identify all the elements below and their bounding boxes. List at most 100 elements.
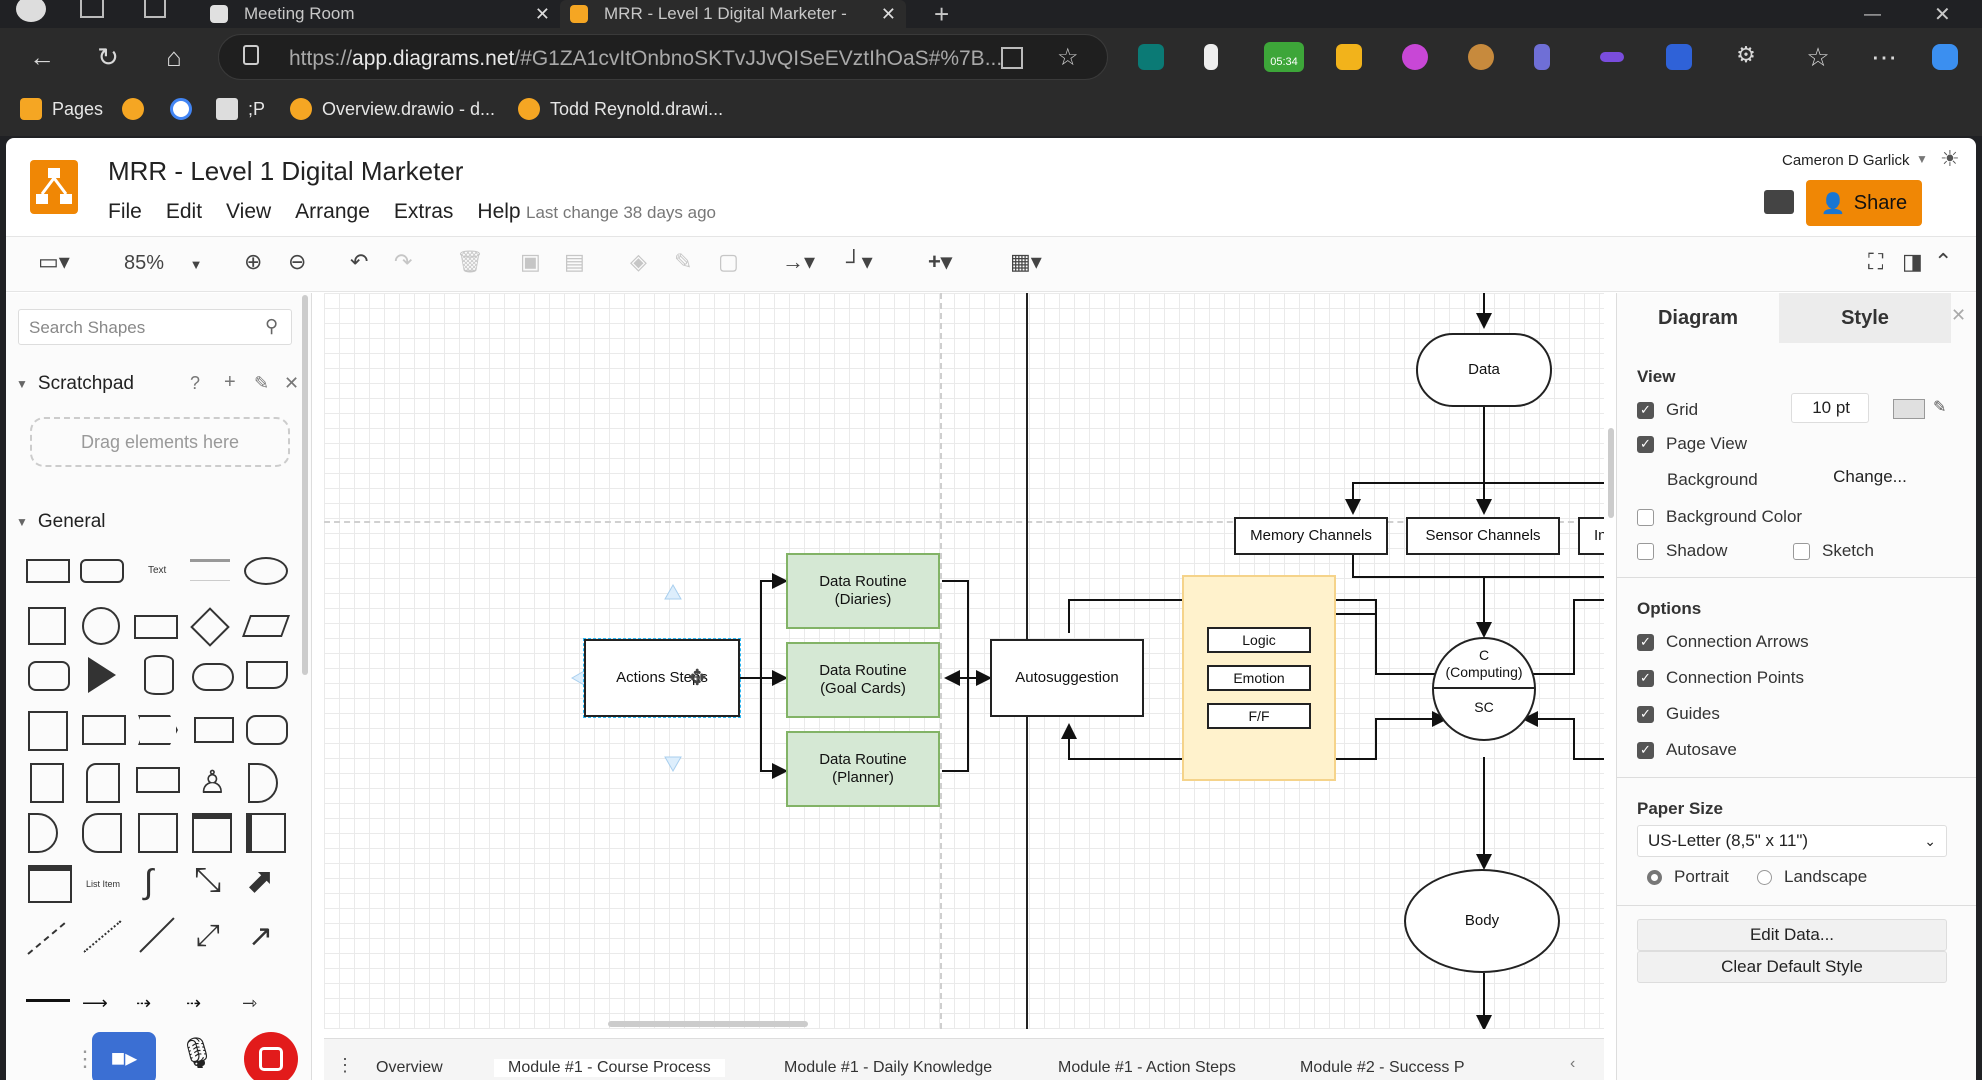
shape-triangle[interactable] <box>88 657 116 693</box>
shape-trapezoid[interactable] <box>194 717 234 743</box>
shape-container[interactable] <box>138 813 178 853</box>
to-back-icon[interactable]: ▤ <box>564 249 585 274</box>
zoom-in-icon[interactable]: ⊕ <box>244 249 263 274</box>
add-icon[interactable]: + <box>224 371 236 393</box>
address-bar[interactable]: https://app.diagrams.net/#G1ZA1cvItOnbno… <box>218 34 1108 80</box>
lock-icon[interactable] <box>243 45 259 65</box>
connection-points-checkbox[interactable]: ✓Connection Points <box>1637 668 1804 688</box>
close-tab-icon[interactable]: ✕ <box>534 3 550 24</box>
extension-yellow-icon[interactable] <box>1336 44 1362 70</box>
shape-parallelogram[interactable] <box>241 615 291 637</box>
computing-circle[interactable]: C (Computing) SC <box>1432 637 1536 741</box>
to-front-icon[interactable]: ▣ <box>520 249 541 274</box>
close-panel-icon[interactable]: ✕ <box>1951 305 1967 325</box>
fullscreen-icon[interactable]: ⛶ <box>1868 249 1884 274</box>
shape-cylinder[interactable] <box>144 655 174 695</box>
grid-color-swatch[interactable] <box>1893 399 1925 419</box>
fill-color-icon[interactable]: ◈ <box>630 249 647 274</box>
shape-ellipse[interactable] <box>244 557 288 585</box>
input-channels-node[interactable]: In <box>1578 517 1604 555</box>
data-routine-planner[interactable]: Data Routine(Planner) <box>786 731 940 807</box>
shape-callout[interactable] <box>136 767 180 793</box>
extension-pen-icon[interactable] <box>1600 52 1624 62</box>
close-tab-icon[interactable]: ✕ <box>880 3 896 24</box>
canvas-horizontal-scrollbar[interactable] <box>608 1021 808 1027</box>
grid-size-input[interactable]: 10 pt <box>1791 393 1869 423</box>
bookmark-todd[interactable]: Todd Reynold.drawi... <box>518 98 723 120</box>
autosuggestion-node[interactable]: Autosuggestion <box>990 639 1144 717</box>
shape-circle[interactable] <box>82 607 120 645</box>
scratchpad-dropzone[interactable]: Drag elements here <box>30 417 290 467</box>
shape-square[interactable] <box>28 607 66 645</box>
clear-default-style-button[interactable]: Clear Default Style <box>1637 951 1947 983</box>
bookmark-overview[interactable]: Overview.drawio - d... <box>290 98 495 120</box>
waypoints-icon[interactable]: ┘▾ <box>846 249 873 274</box>
shape-hexagon[interactable] <box>28 661 70 691</box>
extension-script-icon[interactable] <box>1534 44 1550 70</box>
scroll-pages-left-icon[interactable]: ‹ <box>1570 1055 1576 1072</box>
insert-icon[interactable]: +▾ <box>928 249 952 274</box>
menu-arrange[interactable]: Arrange <box>295 200 370 223</box>
memory-channels-node[interactable]: Memory Channels <box>1234 517 1388 555</box>
paper-size-select[interactable]: US-Letter (8,5" x 11")⌄ <box>1637 825 1947 857</box>
shape-pool[interactable] <box>246 813 286 853</box>
close-icon[interactable]: ✕ <box>284 373 300 393</box>
favorites-icon[interactable]: ☆ <box>1806 42 1830 72</box>
redo-icon[interactable]: ↷ <box>394 249 413 274</box>
tab-style[interactable]: Style <box>1779 293 1951 343</box>
bookmark-pages[interactable]: Pages <box>20 98 103 120</box>
emotion-node[interactable]: Emotion <box>1207 665 1311 691</box>
menu-file[interactable]: File <box>108 200 142 223</box>
shape-dashed-line[interactable] <box>27 922 66 955</box>
last-change-status[interactable]: Last change 38 days ago <box>526 203 716 222</box>
page-tab-action-steps[interactable]: Module #1 - Action Steps <box>1058 1059 1236 1076</box>
shape-directional-connector[interactable]: ↗ <box>248 920 274 953</box>
format-panel-icon[interactable]: ▭▾ <box>38 249 70 274</box>
canvas-vertical-scrollbar[interactable] <box>1608 428 1614 518</box>
shape-document[interactable] <box>246 661 288 689</box>
shape-rounded-rectangle[interactable] <box>80 559 124 583</box>
search-shapes-input[interactable]: Search Shapes⚲ <box>18 309 292 345</box>
shape-line[interactable] <box>139 917 175 953</box>
shape-diamond[interactable] <box>190 607 230 647</box>
shape-dotted-line[interactable] <box>83 920 122 953</box>
landscape-radio[interactable]: Landscape <box>1757 867 1867 887</box>
page-tab-course-process[interactable]: Module #1 - Course Process <box>494 1059 725 1077</box>
extension-n-icon[interactable] <box>1138 44 1164 70</box>
edit-pencil-icon[interactable]: ✎ <box>254 373 270 393</box>
search-icon[interactable]: ⚲ <box>265 316 279 336</box>
shape-arrow[interactable]: ⬈ <box>246 862 275 900</box>
shape-bidir-connector[interactable]: ⤢ <box>196 919 220 952</box>
tab-diagram[interactable]: Diagram <box>1617 293 1779 343</box>
general-header[interactable]: ▼General <box>16 511 106 533</box>
shape-cube[interactable] <box>82 715 126 745</box>
connection-arrows-checkbox[interactable]: ✓Connection Arrows <box>1637 632 1809 652</box>
bookmark-google[interactable] <box>170 98 202 120</box>
menu-extras[interactable]: Extras <box>393 200 454 223</box>
bookmark-p[interactable]: ;P <box>216 98 265 120</box>
shape-dashed-arrow-2[interactable]: ⇢ <box>186 993 202 1013</box>
actions-steps-node[interactable]: Actions Steps <box>583 638 741 718</box>
shape-or[interactable] <box>248 763 278 803</box>
tab-actions-icon[interactable] <box>144 0 166 18</box>
diagram-canvas[interactable]: Data Memory Channels Sensor Channels In … <box>324 293 1604 1029</box>
format-toggle-icon[interactable]: ◨ <box>1902 249 1923 274</box>
shape-data-storage[interactable] <box>82 813 122 853</box>
shape-textbox[interactable] <box>190 559 230 581</box>
camera-button[interactable]: ■▸ <box>92 1032 156 1080</box>
sensor-channels-node[interactable]: Sensor Channels <box>1406 517 1560 555</box>
shape-bidirectional-arrow[interactable]: ⤡ <box>194 861 222 899</box>
page-tab-success[interactable]: Module #2 - Success P <box>1300 1059 1465 1076</box>
shape-dashed-arrow[interactable]: ⇢ <box>136 993 152 1013</box>
share-button[interactable]: 👤Share <box>1806 180 1922 226</box>
extension-rainbow-icon[interactable] <box>1402 44 1428 70</box>
shape-internal-storage[interactable] <box>28 711 68 751</box>
refresh-icon[interactable]: ↻ <box>97 42 119 72</box>
pages-menu-icon[interactable]: ⋮ <box>336 1055 354 1075</box>
back-icon[interactable]: ← <box>29 42 55 72</box>
shape-list[interactable] <box>28 865 72 903</box>
background-color-checkbox[interactable]: Background Color <box>1637 507 1802 527</box>
guides-checkbox[interactable]: ✓Guides <box>1637 704 1720 724</box>
delete-icon[interactable]: 🗑 <box>456 249 484 274</box>
zoom-select[interactable]: 85% ▼ <box>124 252 202 275</box>
